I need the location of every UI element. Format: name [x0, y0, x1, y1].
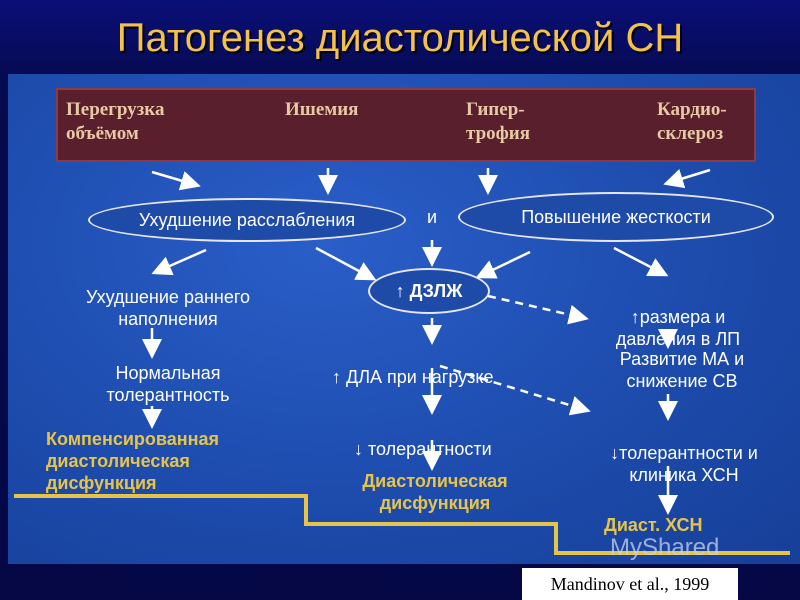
cause-cardiosclerosis: Кардио- склероз — [657, 99, 727, 144]
relaxation-label: Ухудшение расслабления — [138, 210, 356, 230]
arrow-overload-relax — [151, 170, 201, 191]
stiffness-label: Повышение жесткости — [521, 207, 711, 227]
causes-bar — [56, 88, 756, 162]
up-arrow-icon: ↑ — [630, 307, 640, 327]
af-node: Развитие МА и снижение СВ — [619, 349, 745, 391]
tolerance-chf-label: толерантности и клиника ХСН — [619, 443, 758, 485]
dashed-dla-tol — [439, 364, 591, 416]
dzlzh-text: ДЗЛЖ — [409, 281, 463, 301]
arrow-stiff-la — [613, 246, 669, 277]
up-arrow-icon: ↑ — [332, 367, 341, 387]
compensated-dysfunction-node: Компенсированная диастолическая дисфункц… — [46, 429, 219, 493]
tolerance-chf-node: ↓толерантности и клиника ХСН — [584, 420, 784, 486]
arrow-sclerosis-stiff — [663, 168, 711, 189]
dzlzh-label: ↑ ДЗЛЖ — [370, 270, 488, 312]
arrow-relax-dzlzh — [315, 246, 377, 281]
early-filling-node: Ухудшение раннего наполнения — [85, 287, 251, 329]
relaxation-oval: Ухудшение расслабления — [88, 198, 406, 242]
arrow-relax-early — [151, 248, 207, 276]
normal-tolerance-node: Нормальная толерантность — [106, 363, 230, 405]
watermark: MyShared — [610, 534, 720, 561]
slide-title: Патогенез диастолической СН — [116, 16, 684, 60]
cause-hypertrophy: Гипер- трофия — [466, 99, 531, 144]
yellow-stepped-line — [14, 494, 790, 555]
cause-volume-overload: Перегрузка объёмом — [66, 99, 165, 144]
pa-pressure-label: ДЛА при нагрузке — [346, 367, 494, 387]
tolerance-down-node: ↓ толерантности — [354, 416, 544, 460]
dzlzh-oval: ↑ ДЗЛЖ — [368, 268, 490, 314]
pa-pressure-node: ↑ ДЛА при нагрузке — [332, 344, 562, 388]
arrow-stiff-dzlzh — [475, 250, 531, 279]
and-connector: и — [426, 207, 438, 227]
stiffness-oval: Повышение жесткости — [458, 192, 774, 242]
down-arrow-icon: ↓ — [354, 439, 363, 459]
down-arrow-icon: ↓ — [610, 443, 620, 463]
cause-ischemia: Ишемия — [285, 99, 359, 120]
up-arrow-icon: ↑ — [395, 281, 405, 301]
citation: Mandinov et al., 1999 — [522, 568, 738, 600]
diastolic-dysfunction-node: Диастолическая дисфункция — [362, 471, 508, 513]
tolerance-down-label: толерантности — [368, 439, 492, 459]
diastolic-chf-node: Диаст. ХСН — [604, 515, 703, 535]
dashed-dzlzh-la — [487, 294, 589, 325]
